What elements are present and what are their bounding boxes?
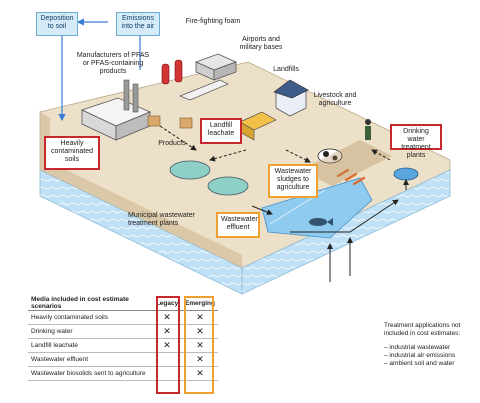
table-row-label: Drinking water xyxy=(28,325,152,339)
foam-label: Fire-fighting foam xyxy=(178,18,248,26)
emerging-column-frame xyxy=(184,296,214,394)
heavily-soils-label: Heavily contaminated soils xyxy=(44,136,100,170)
livestock-label: Livestock and agriculture xyxy=(308,92,362,108)
notes-item: – ambient soil and water xyxy=(384,360,474,368)
table-header-media: Media included in cost estimate scenario… xyxy=(28,296,152,311)
airports-label: Airports and military bases xyxy=(236,36,286,52)
person-icon xyxy=(365,119,371,140)
landfill-leachate-label: Landfill leachate xyxy=(200,118,242,144)
products-label: Products xyxy=(152,140,192,148)
manufacturers-label: Manufacturers of PFAS or PFAS-containing… xyxy=(74,52,152,76)
water-plant-icon xyxy=(394,168,418,180)
table-row-label: Landfill leachate xyxy=(28,339,152,353)
table-row-label: Wastewater effluent xyxy=(28,353,152,367)
legacy-column-frame xyxy=(156,296,180,394)
notes-panel: Treatment applications not included in c… xyxy=(384,322,474,368)
table-row-label: Wastewater biosolids sent to agriculture xyxy=(28,367,152,381)
sludges-label: Wastewater sludges to agriculture xyxy=(268,164,318,198)
notes-item: – industrial wastewater xyxy=(384,344,474,352)
emissions-label: Emissions into the air xyxy=(116,12,160,36)
drinking-plants-label: Drinking water treatment plants xyxy=(390,124,442,150)
effluent-label: Wastewater effluent xyxy=(216,212,260,238)
deposition-label: Deposition to soil xyxy=(36,12,78,36)
table-row-label: Heavily contaminated soils xyxy=(28,311,152,325)
ground-block xyxy=(40,62,450,294)
notes-item: – industrial air emissions xyxy=(384,352,474,360)
notes-title: Treatment applications not included in c… xyxy=(384,322,474,338)
landfills-label: Landfills xyxy=(266,66,306,74)
municipal-label: Municipal wastewater treatment plants xyxy=(128,212,212,228)
